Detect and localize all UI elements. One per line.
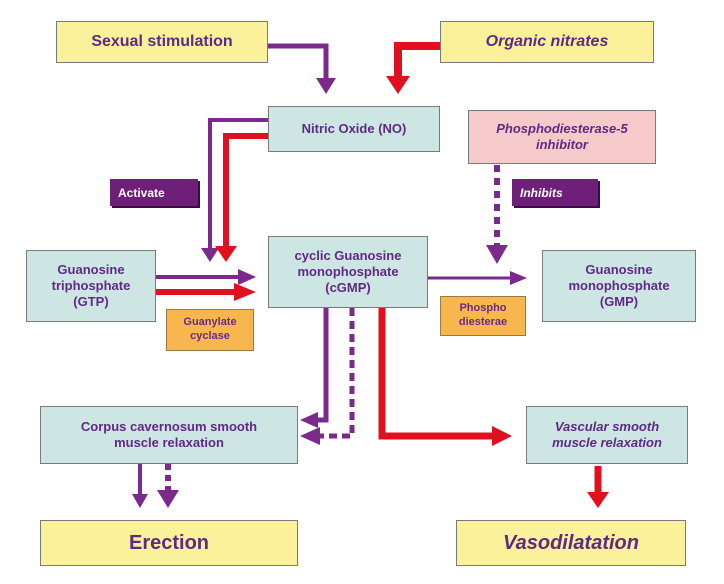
arrow-cgmp-to-vascular [378,308,494,440]
organic-nitrates-box: Organic nitrates [440,21,654,63]
arrowhead [486,245,508,264]
vasodilatation-box: Vasodilatation [456,520,686,566]
arrowhead [238,269,256,285]
sexual-stimulation-box: Sexual stimulation [56,21,268,63]
gmp-box: Guanosine monophosphate (GMP) [542,250,696,322]
vascular-smooth-muscle-box: Vascular smooth muscle relaxation [526,406,688,464]
arrowhead [300,427,320,445]
cgmp-box: cyclic Guanosine monophosphate (cGMP) [268,236,428,308]
inhibits-label: Inhibits [512,179,598,206]
arrowhead [300,412,318,428]
arrowhead [492,426,512,446]
arrowhead [234,283,256,301]
arrowhead [316,78,336,94]
arrow-organic-nitrates-to-no [394,42,440,78]
erection-box: Erection [40,520,298,566]
pde5-inhibitor-box: Phosphodiesterase-5 inhibitor [468,110,656,164]
gtp-box: Guanosine triphosphate (GTP) [26,250,156,322]
arrow-cgmp-to-corpus-dotted [320,308,355,439]
arrowhead [215,246,237,262]
nitric-oxide-box: Nitric Oxide (NO) [268,106,440,152]
arrowhead [157,490,179,508]
arrow-no-to-gtp-purple [208,118,268,250]
arrowhead [587,492,609,508]
arrowhead [201,248,219,262]
arrowhead [510,271,527,285]
activate-label: Activate [110,179,198,206]
arrow-no-to-gtp-red [223,133,268,248]
corpus-cavernosum-box: Corpus cavernosum smooth muscle relaxati… [40,406,298,464]
arrow-sexual-stimulation-to-no [268,43,329,80]
arrowhead [132,494,148,508]
phosphodiesterase-box: Phospho diesterae [440,296,526,336]
arrowhead [386,76,410,94]
arrow-cgmp-to-corpus-solid [318,308,329,423]
guanylate-cyclase-box: Guanylate cyclase [166,309,254,351]
